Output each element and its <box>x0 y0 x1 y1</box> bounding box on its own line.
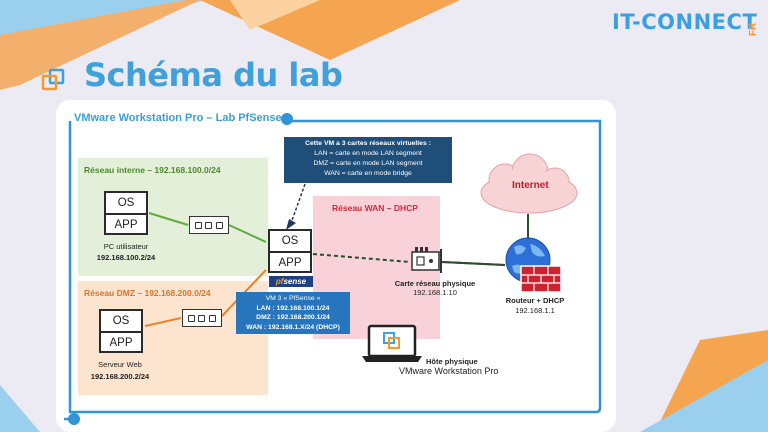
slide-title: Schéma du lab <box>84 56 343 94</box>
os-label: OS <box>101 311 141 333</box>
web-label: Serveur Web <box>98 360 142 369</box>
host-label: Hôte physique <box>426 357 478 366</box>
app-label: APP <box>278 257 302 269</box>
os-label: OS <box>270 231 310 253</box>
router-label: Routeur + DHCP <box>505 296 565 305</box>
os-label: OS <box>106 193 146 215</box>
frame-title: VMware Workstation Pro – Lab PfSense <box>74 112 282 124</box>
pfsense-logo: pfsense <box>269 276 313 287</box>
pfsense-logo-pf: pf <box>275 277 284 286</box>
pfsense-ip-box: VM 3 « PfSense » LAN : 192.168.100.1/24 … <box>236 292 350 334</box>
pc-vm-box: OS APP <box>104 191 148 235</box>
vm-info-box: Cette VM a 3 cartes réseaux virtuelles :… <box>284 137 452 183</box>
vm3-line: LAN : 192.168.100.1/24 <box>256 304 330 312</box>
vm3-line: VM 3 « PfSense » <box>265 295 321 302</box>
pfsense-logo-sense: sense <box>283 277 307 286</box>
host-sub: VMware Workstation Pro <box>399 366 499 376</box>
vm3-line: WAN : 192.168.1.X/24 (DHCP) <box>246 323 340 331</box>
pfsense-vm-box: OS APP <box>268 229 312 273</box>
pc-ip: 192.168.100.2/24 <box>96 253 156 262</box>
web-vm-box: OS APP <box>99 309 143 353</box>
switch-icon <box>189 216 229 234</box>
app-label: APP <box>114 219 138 231</box>
nic-ip: 192.168.1.10 <box>413 288 457 297</box>
lan-zone-title: Réseau interne – 192.168.100.0/24 <box>84 165 221 175</box>
internet-label: Internet <box>512 180 549 191</box>
info-line: Cette VM a 3 cartes réseaux virtuelles : <box>305 140 431 147</box>
vm3-line: DMZ : 192.168.200.1/24 <box>256 314 330 321</box>
info-line: DMZ = carte en mode LAN segment <box>313 160 423 167</box>
brand-logo: IT-CONNECT <box>612 10 758 34</box>
info-line: WAN = carte en mode bridge <box>324 170 412 177</box>
dmz-zone-title: Réseau DMZ – 192.168.200.0/24 <box>84 288 211 298</box>
pc-label: PC utilisateur <box>103 242 149 251</box>
info-line: LAN = carte en mode LAN segment <box>314 150 422 157</box>
nic-label: Carte réseau physique <box>394 279 476 288</box>
router-ip: 192.168.1.1 <box>515 306 555 315</box>
wan-zone-title: Réseau WAN – DHCP <box>332 203 418 213</box>
web-ip: 192.168.200.2/24 <box>90 372 150 381</box>
switch-icon <box>182 309 222 327</box>
app-label: APP <box>109 337 133 349</box>
